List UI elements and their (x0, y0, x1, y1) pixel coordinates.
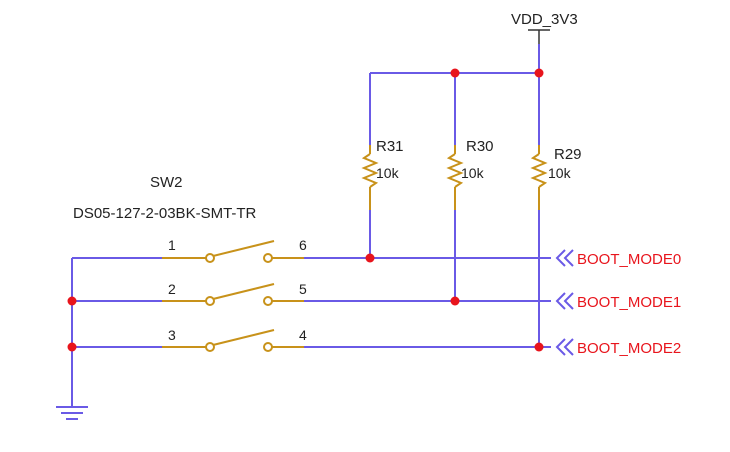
junction-dot (450, 68, 460, 78)
resistor-ref: R30 (466, 138, 494, 155)
junction-dot (67, 296, 77, 306)
net-label-boot-mode0: BOOT_MODE0 (555, 249, 681, 268)
resistor-value: 10k (461, 165, 485, 181)
resistor-ref: R31 (376, 138, 404, 155)
switch-ref: SW2 (150, 174, 183, 191)
resistor-value: 10k (548, 165, 572, 181)
switch-part-number: DS05-127-2-03BK-SMT-TR (73, 205, 257, 222)
pin-label: 2 (168, 281, 176, 297)
net-label-text: BOOT_MODE2 (577, 340, 681, 357)
resistor-r31: R31 10k (361, 138, 404, 210)
switch-sw2: SW2 DS05-127-2-03BK-SMT-TR 1 6 2 5 (73, 174, 307, 352)
net-label-boot-mode1: BOOT_MODE1 (555, 292, 681, 311)
switch-contact-2-5: 2 5 (162, 281, 307, 306)
net-label-text: BOOT_MODE0 (577, 251, 681, 268)
switch-contact-1-6: 1 6 (162, 237, 307, 263)
pin-label: 6 (299, 237, 307, 253)
junction-dot (67, 342, 77, 352)
resistor-r30: R30 10k (446, 138, 494, 210)
net-label-text: BOOT_MODE1 (577, 294, 681, 311)
junctions (67, 68, 544, 352)
pin-label: 4 (299, 327, 307, 343)
ground-symbol (56, 406, 88, 420)
resistor-r29: R29 10k (530, 145, 582, 210)
junction-dot (365, 253, 375, 263)
pin-label: 1 (168, 237, 176, 253)
junction-dot (450, 296, 460, 306)
pin-label: 5 (299, 281, 307, 297)
junction-dot (534, 68, 544, 78)
resistor-value: 10k (376, 165, 400, 181)
power-symbol-vdd: VDD_3V3 (511, 11, 578, 44)
wires (71, 44, 551, 407)
switch-contact-3-4: 3 4 (162, 327, 307, 352)
junction-dot (534, 342, 544, 352)
power-label: VDD_3V3 (511, 11, 578, 28)
net-label-boot-mode2: BOOT_MODE2 (555, 338, 681, 357)
resistor-ref: R29 (554, 146, 582, 163)
pin-label: 3 (168, 327, 176, 343)
